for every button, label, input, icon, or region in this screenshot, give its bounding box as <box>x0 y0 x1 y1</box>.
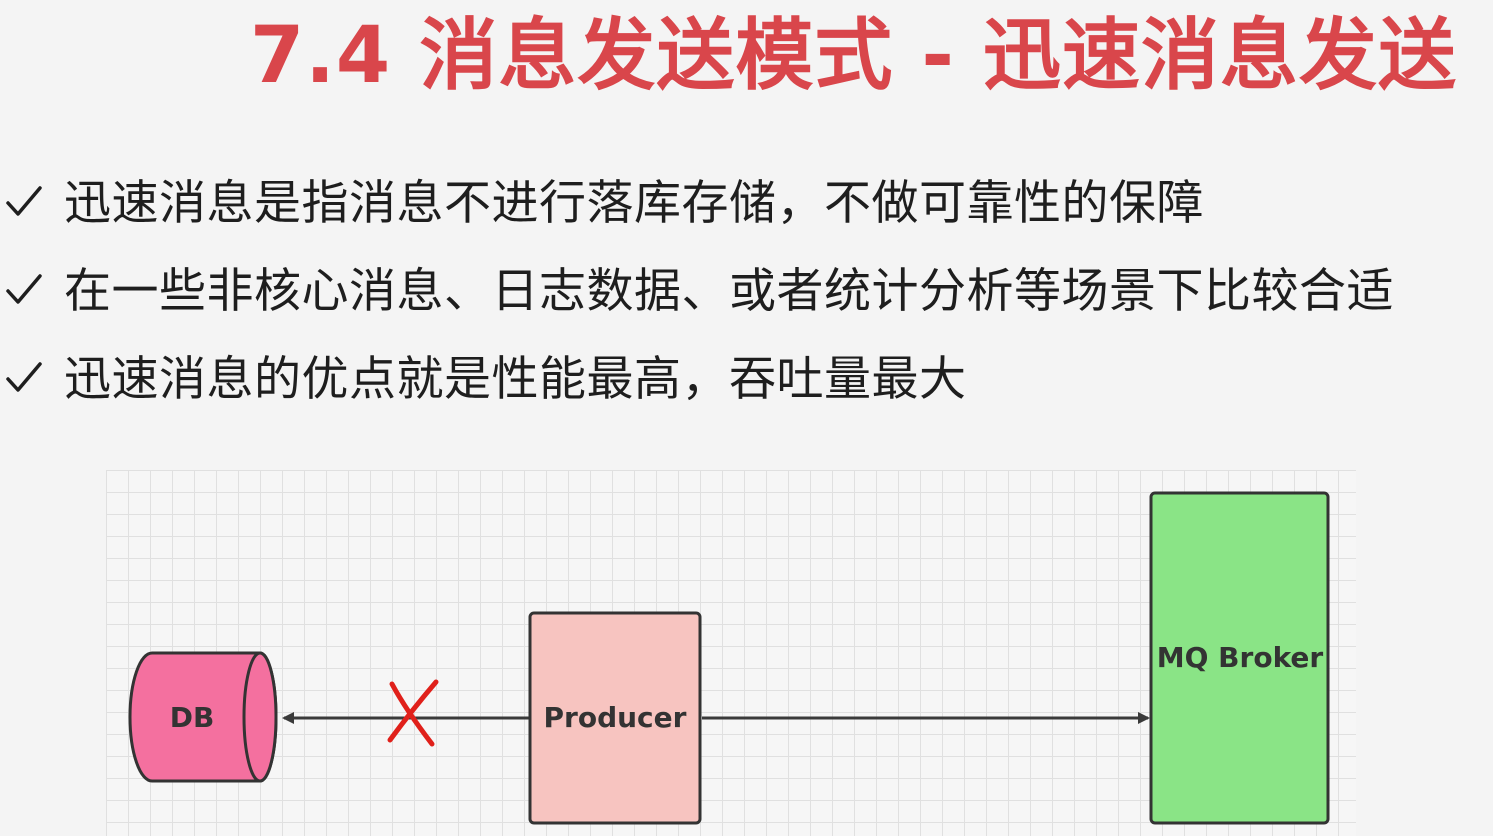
bullet-text: 在一些非核心消息、日志数据、或者统计分析等场景下比较合适 <box>64 264 1394 319</box>
bullet-text: 迅速消息是指消息不进行落库存储，不做可靠性的保障 <box>64 176 1204 231</box>
flow-diagram: DB Producer MQ Broker <box>106 470 1356 836</box>
flow-diagram-canvas: DB Producer MQ Broker <box>128 491 1330 825</box>
bullet-item: 迅速消息是指消息不进行落库存储，不做可靠性的保障 <box>0 160 1480 248</box>
db-label: DB <box>170 701 215 734</box>
bullet-text: 迅速消息的优点就是性能最高，吞吐量最大 <box>64 352 967 407</box>
producer-node: Producer <box>528 611 702 825</box>
checkmark-icon <box>6 186 42 216</box>
broker-node: MQ Broker <box>1149 491 1330 825</box>
cross-mark-icon <box>387 679 439 747</box>
bullet-list: 迅速消息是指消息不进行落库存储，不做可靠性的保障 在一些非核心消息、日志数据、或… <box>0 160 1480 424</box>
slide-title: 7.4 消息发送模式 - 迅速消息发送 <box>250 11 1458 101</box>
producer-label: Producer <box>544 701 687 734</box>
bullet-item: 迅速消息的优点就是性能最高，吞吐量最大 <box>0 336 1480 424</box>
bullet-item: 在一些非核心消息、日志数据、或者统计分析等场景下比较合适 <box>0 248 1480 336</box>
broker-label: MQ Broker <box>1157 641 1324 674</box>
checkmark-icon <box>6 274 42 304</box>
db-node: DB <box>128 651 278 783</box>
checkmark-icon <box>6 362 42 392</box>
